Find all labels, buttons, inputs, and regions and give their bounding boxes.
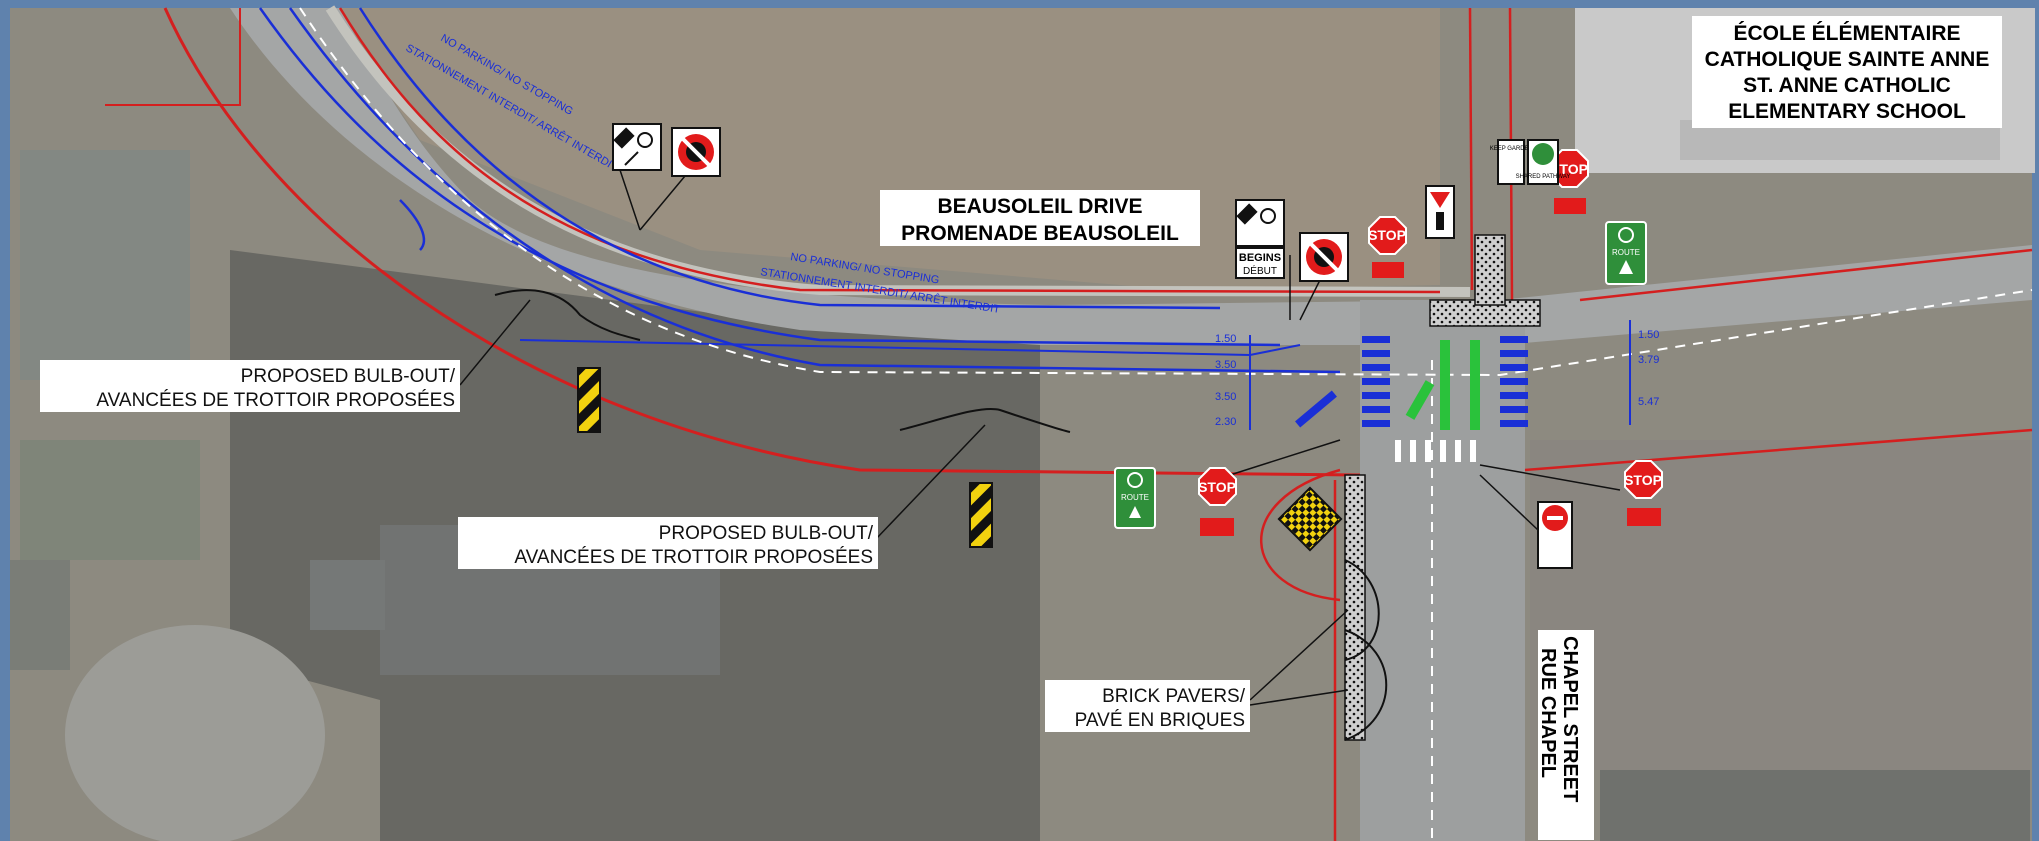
property-line-south bbox=[163, 7, 1361, 477]
bulbout-line: AVANCÉES DE TROTTOIR PROPOSÉES bbox=[96, 390, 455, 411]
stop-text: STOP bbox=[1550, 161, 1588, 177]
green-conflict-markings bbox=[1405, 340, 1480, 430]
school-label: ÉCOLE ÉLÉMENTAIRE CATHOLIQUE SAINTE ANNE… bbox=[1692, 16, 2002, 128]
property-line-nw bbox=[105, 8, 241, 106]
lot-bottom-right bbox=[1600, 770, 2030, 841]
chapel-line: RUE CHAPEL bbox=[1537, 648, 1559, 778]
keep-text: KEEP GARDEZ bbox=[1490, 146, 1533, 152]
bulbout-line: AVANCÉES DE TROTTOIR PROPOSÉES bbox=[514, 547, 873, 568]
stop-sign-3: STOP bbox=[1198, 467, 1237, 536]
street-label-beausoleil: BEAUSOLEIL DRIVE PROMENADE BEAUSOLEIL bbox=[880, 190, 1200, 246]
road-centre-line bbox=[299, 7, 2033, 377]
cul-de-sac bbox=[65, 625, 325, 841]
route-text: ROUTE bbox=[1121, 493, 1149, 502]
bulbout-label-left: PROPOSED BULB-OUT/ AVANCÉES DE TROTTOIR … bbox=[40, 360, 460, 412]
bike-box bbox=[1295, 390, 1337, 428]
debut-text: DÉBUT bbox=[1243, 264, 1277, 277]
brick-pavers-strip bbox=[1344, 474, 1366, 741]
bike-lane-south-edge bbox=[258, 7, 1281, 347]
bike-lane-south-outer bbox=[288, 7, 1341, 374]
bike-lane-north bbox=[358, 7, 1221, 310]
dimension-labels-right: 1.50 3.79 5.47 bbox=[1638, 329, 1659, 408]
dimension-labels-left: 1.50 3.50 3.50 2.30 bbox=[1215, 333, 1236, 428]
chapel-line: CHAPEL STREET bbox=[1559, 636, 1581, 802]
paver-curve-1 bbox=[1344, 559, 1380, 661]
dimension-value: 2.30 bbox=[1215, 416, 1236, 428]
bike-lane-curve bbox=[399, 199, 426, 251]
stop-text: STOP bbox=[1368, 227, 1406, 243]
dimension-value: 1.50 bbox=[1215, 333, 1236, 345]
crosswalk-south bbox=[1395, 440, 1476, 462]
beausoleil-road bbox=[230, 8, 2032, 345]
street-line: PROMENADE BEAUSOLEIL bbox=[901, 222, 1179, 245]
house-left bbox=[10, 560, 70, 670]
crosswalk-west bbox=[1362, 336, 1390, 427]
route-sign-2: ROUTE bbox=[1605, 221, 1647, 285]
bulbout-line: PROPOSED BULB-OUT/ bbox=[241, 366, 456, 387]
lot-lower-right bbox=[1530, 440, 2030, 770]
pavers-line: BRICK PAVERS/ bbox=[1102, 686, 1246, 707]
raised-planter bbox=[1429, 299, 1541, 327]
hazard-marker-left bbox=[577, 367, 601, 433]
route-text: ROUTE bbox=[1612, 248, 1640, 257]
do-not-enter-sign bbox=[1537, 501, 1573, 569]
property-line-north bbox=[338, 7, 1441, 294]
dimension-value: 3.79 bbox=[1638, 354, 1659, 366]
school-line: ÉCOLE ÉLÉMENTAIRE bbox=[1733, 22, 1960, 45]
chapel-street-label: CHAPEL STREET RUE CHAPEL bbox=[1537, 630, 1594, 840]
dimension-value: 3.50 bbox=[1215, 359, 1236, 371]
stop-text: STOP bbox=[1624, 472, 1662, 488]
raised-island bbox=[1474, 234, 1506, 306]
dimension-value: 1.50 bbox=[1638, 329, 1659, 341]
bike-lane-begins-sign: BEGINS DÉBUT bbox=[1235, 199, 1285, 279]
dimension-value: 5.47 bbox=[1638, 396, 1659, 408]
curb-return-sw bbox=[1260, 468, 1341, 602]
no-stopping-sign-1 bbox=[671, 127, 721, 177]
leader-lines bbox=[459, 169, 1621, 706]
crosswalk-east bbox=[1500, 336, 1528, 427]
school-line: ELEMENTARY SCHOOL bbox=[1728, 100, 1966, 123]
route-sign-1: ROUTE bbox=[1114, 467, 1156, 529]
school-line: ST. ANNE CATHOLIC bbox=[1743, 74, 1951, 97]
shared-pathway-text: SHARED PATHWAY bbox=[1516, 174, 1571, 180]
paver-curve-2 bbox=[1344, 629, 1388, 741]
property-line-ne bbox=[1579, 248, 2033, 302]
dimension-value: 3.50 bbox=[1215, 391, 1236, 403]
pavers-line: PAVÉ EN BRIQUES bbox=[1075, 710, 1245, 731]
property-line-east bbox=[1468, 7, 1474, 291]
checkered-hazard-sign bbox=[1277, 486, 1343, 552]
begins-text: BEGINS bbox=[1239, 252, 1281, 264]
pedestrian-sign bbox=[1425, 185, 1455, 239]
bulb-out-center-shape bbox=[899, 408, 1071, 433]
school-line: CATHOLIQUE SAINTE ANNE bbox=[1705, 48, 1990, 71]
stop-sign-1: STOP bbox=[1368, 216, 1407, 278]
keep-shared-pathway-signs: KEEP GARDEZ SHARED PATHWAY bbox=[1490, 139, 1571, 185]
bulb-out-left-shape bbox=[494, 289, 641, 341]
street-line: BEAUSOLEIL DRIVE bbox=[938, 195, 1143, 218]
pavers-label: BRICK PAVERS/ PAVÉ EN BRIQUES bbox=[1045, 680, 1250, 732]
stop-sign-4: STOP bbox=[1624, 460, 1663, 526]
bike-lane-sign-1 bbox=[612, 123, 662, 171]
yard-left bbox=[20, 440, 200, 560]
hazard-marker-center bbox=[969, 482, 993, 548]
stop-sign-2: STOP bbox=[1550, 149, 1589, 214]
property-line-se bbox=[1524, 428, 2033, 472]
stop-text: STOP bbox=[1198, 479, 1236, 495]
parking-lot bbox=[20, 150, 190, 380]
dimension-brackets bbox=[1249, 320, 1631, 430]
bulbout-line: PROPOSED BULB-OUT/ bbox=[659, 523, 874, 544]
no-stopping-sign-2 bbox=[1299, 232, 1349, 282]
bulbout-label-center: PROPOSED BULB-OUT/ AVANCÉES DE TROTTOIR … bbox=[458, 517, 878, 569]
